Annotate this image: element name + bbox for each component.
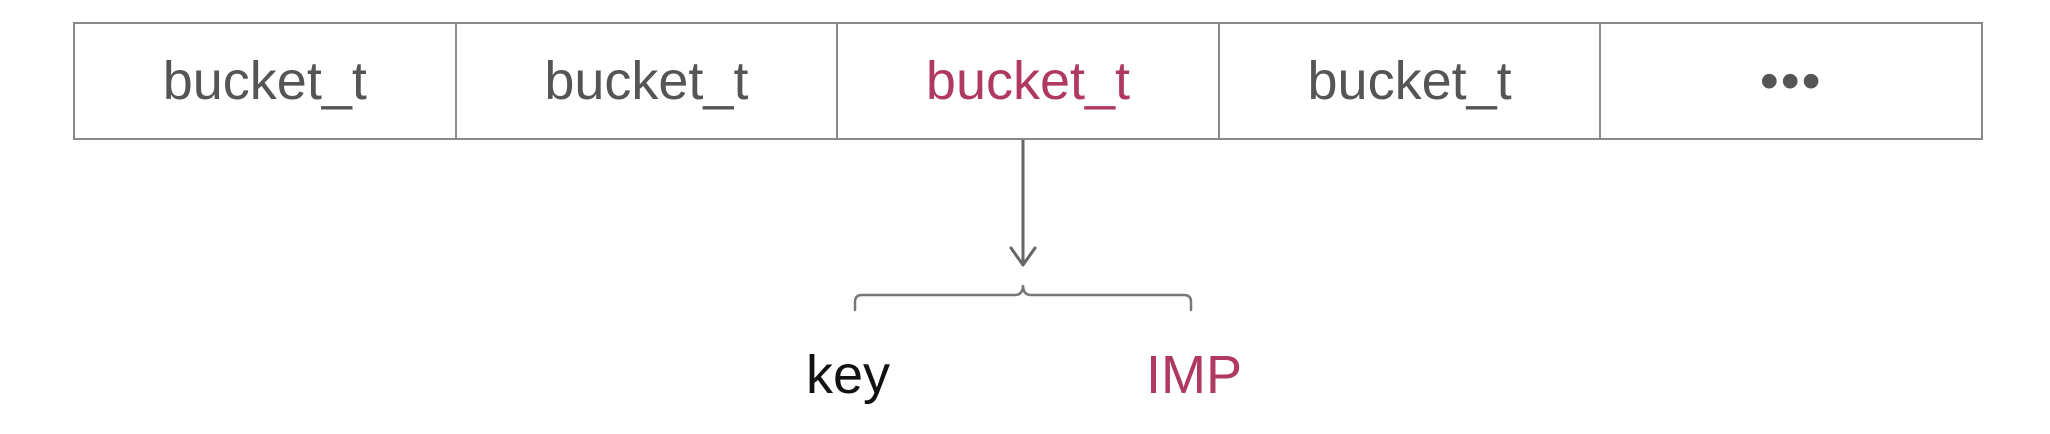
brace-icon [853,284,1193,312]
bucket-cell-4: bucket_t [1220,24,1602,138]
bucket-cell-ellipsis: ••• [1759,51,1823,111]
bucket-cell-1: bucket_t [75,24,457,138]
bucket-array: bucket_t bucket_t bucket_t bucket_t ••• [73,22,1983,140]
field-imp-label: IMP [1146,345,1243,405]
field-key-label: key [806,345,891,405]
arrow-head-icon [1009,246,1037,267]
bucket-cell-3-highlighted: bucket_t [838,24,1220,138]
bucket-cell-2: bucket_t [457,24,839,138]
